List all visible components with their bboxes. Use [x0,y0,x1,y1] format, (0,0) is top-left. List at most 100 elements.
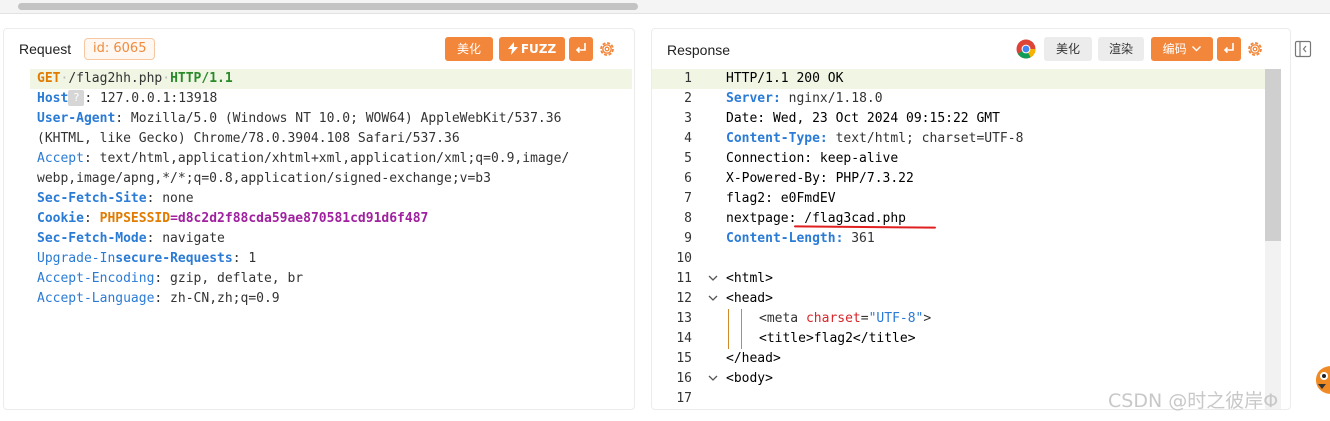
request-panel: Request id: 6065 美化 FUZZ GET·/flag2hh.ph… [3,28,635,410]
response-panel: Response 美化 渲染 编码 1 2 3 4 5 6 7 [651,28,1291,410]
line-number: 1 [684,71,692,86]
line-number: 16 [676,371,692,386]
header-line: Content-Type: text/html; charset=UTF-8 [726,129,1023,149]
enter-icon [1223,43,1234,54]
header-key: Host [37,91,69,106]
header-key: Content-Type: [726,131,828,146]
chrome-icon[interactable] [1016,39,1036,59]
response-beautify-button[interactable]: 美化 [1044,37,1092,61]
header-line: Accept: text/html,application/xhtml+xml,… [37,149,569,169]
header-key: Server: [726,91,781,106]
html-tag-line: <html> [726,271,773,286]
fold-chevron-icon[interactable] [707,289,719,309]
header-line: Sec-Fetch-Site: none [37,189,194,209]
header-line: Content-Length: 361 [726,229,875,249]
request-header: Request id: 6065 美化 FUZZ [4,29,634,69]
line-number: 11 [676,271,692,286]
gear-icon[interactable] [1246,40,1264,58]
response-title: Response [667,42,731,58]
line-number: 15 [676,351,692,366]
indent-guide [741,309,742,349]
header-key: secure-Requests [115,251,233,266]
header-key: Cookie [37,211,84,226]
header-line-continuation: (KHTML, like Gecko) Chrome/78.0.3904.108… [37,129,460,149]
header-line: Upgrade-Insecure-Requests: 1 [37,249,256,269]
header-value: : gzip, deflate, br [154,271,304,286]
header-value: nginx/1.18.0 [780,91,883,106]
mascot-image [1316,366,1330,394]
header-key: User-Agent [37,111,116,126]
html-tag-line: <body> [726,371,773,386]
lightning-icon [507,42,518,55]
line-number: 3 [684,111,692,126]
response-editor[interactable]: 1 2 3 4 5 6 7 8 9 10 11 12 13 14 15 16 1… [652,69,1290,409]
enter-icon [575,43,586,54]
fuzz-label: FUZZ [520,42,557,56]
status-line: HTTP/1.1 200 OK [726,71,844,86]
header-separator: : [83,211,100,226]
line-number: 14 [676,331,692,346]
header-line: Date: Wed, 23 Oct 2024 09:15:22 GMT [726,111,1000,126]
fold-chevron-icon[interactable] [707,369,719,389]
header-key: Sec-Fetch-Mode [37,231,147,246]
request-id-badge: id: 6065 [84,38,156,60]
request-protocol: HTTP/1.1 [170,71,233,86]
request-active-line [30,69,632,89]
request-editor[interactable]: GET·/flag2hh.php·HTTP/1.1 Host?: 127.0.0… [4,69,634,409]
html-tag-line: </head> [726,351,781,366]
header-line: Accept-Language: zh-CN,zh;q=0.9 [37,289,280,309]
encoding-dropdown[interactable]: 编码 [1151,37,1213,61]
header-value: 361 [843,231,875,246]
tag-close: > [923,311,932,326]
header-line: X-Powered-By: PHP/7.3.22 [726,171,914,186]
header-value: : none [146,191,194,206]
header-key: Upgrade-In [37,251,116,266]
attribute-value: "UTF-8" [868,311,924,326]
header-key: Accept [37,151,84,166]
tag-equals: = [860,311,869,326]
header-key: Accept-Encoding [37,271,155,286]
response-header: Response 美化 渲染 编码 [652,29,1290,69]
request-send-button[interactable] [569,37,593,61]
render-button[interactable]: 渲染 [1098,37,1144,61]
top-scrollbar-thumb[interactable] [18,3,638,10]
line-number: 9 [684,231,692,246]
line-number: 7 [684,191,692,206]
response-active-line [652,69,1278,89]
line-number: 17 [676,391,692,406]
header-line: Server: nginx/1.18.0 [726,89,883,109]
request-beautify-button[interactable]: 美化 [445,37,493,61]
header-line: nextpage: /flag3cad.php [726,211,907,226]
header-line-continuation: webp,image/apng,*/*;q=0.8,application/si… [37,169,491,189]
line-number: 6 [684,171,692,186]
top-scrollbar[interactable] [0,0,1330,14]
header-value: webp,image/apng,*/*;q=0.8,application/si… [37,171,491,186]
cookie-value: =d8c2d2f88cda59ae870581cd91d6f487 [170,211,429,226]
header-line: Accept-Encoding: gzip, deflate, br [37,269,303,289]
response-enter-button[interactable] [1217,37,1241,61]
header-line: Connection: keep-alive [726,151,899,166]
header-value: : zh-CN,zh;q=0.9 [154,291,280,306]
watermark: CSDN @时之彼岸Φ [1108,390,1279,412]
header-key: Content-Length: [726,231,844,246]
header-value: : 1 [232,251,257,266]
response-scrollbar-thumb[interactable] [1265,69,1281,241]
line-number: 5 [684,151,692,166]
gear-icon[interactable] [598,40,616,58]
fold-chevron-icon[interactable] [707,269,719,289]
line-number: 13 [676,311,692,326]
request-title: Request [19,41,72,57]
header-line: Sec-Fetch-Mode: navigate [37,229,225,249]
header-value: (KHTML, like Gecko) Chrome/78.0.3904.108… [37,131,460,146]
header-value: text/html; charset=UTF-8 [827,131,1024,146]
header-key: Sec-Fetch-Site [37,191,147,206]
help-icon[interactable]: ? [68,89,85,106]
sidebar-toggle-icon[interactable] [1294,40,1312,58]
request-path: /flag2hh.php [68,71,163,86]
header-value: : navigate [146,231,225,246]
fuzz-button[interactable]: FUZZ [499,37,565,61]
html-tag-line: <title>flag2</title> [759,331,916,346]
encoding-label: 编码 [1162,42,1187,56]
header-line: Host?: 127.0.0.1:13918 [37,89,217,109]
line-number: 10 [676,251,692,266]
